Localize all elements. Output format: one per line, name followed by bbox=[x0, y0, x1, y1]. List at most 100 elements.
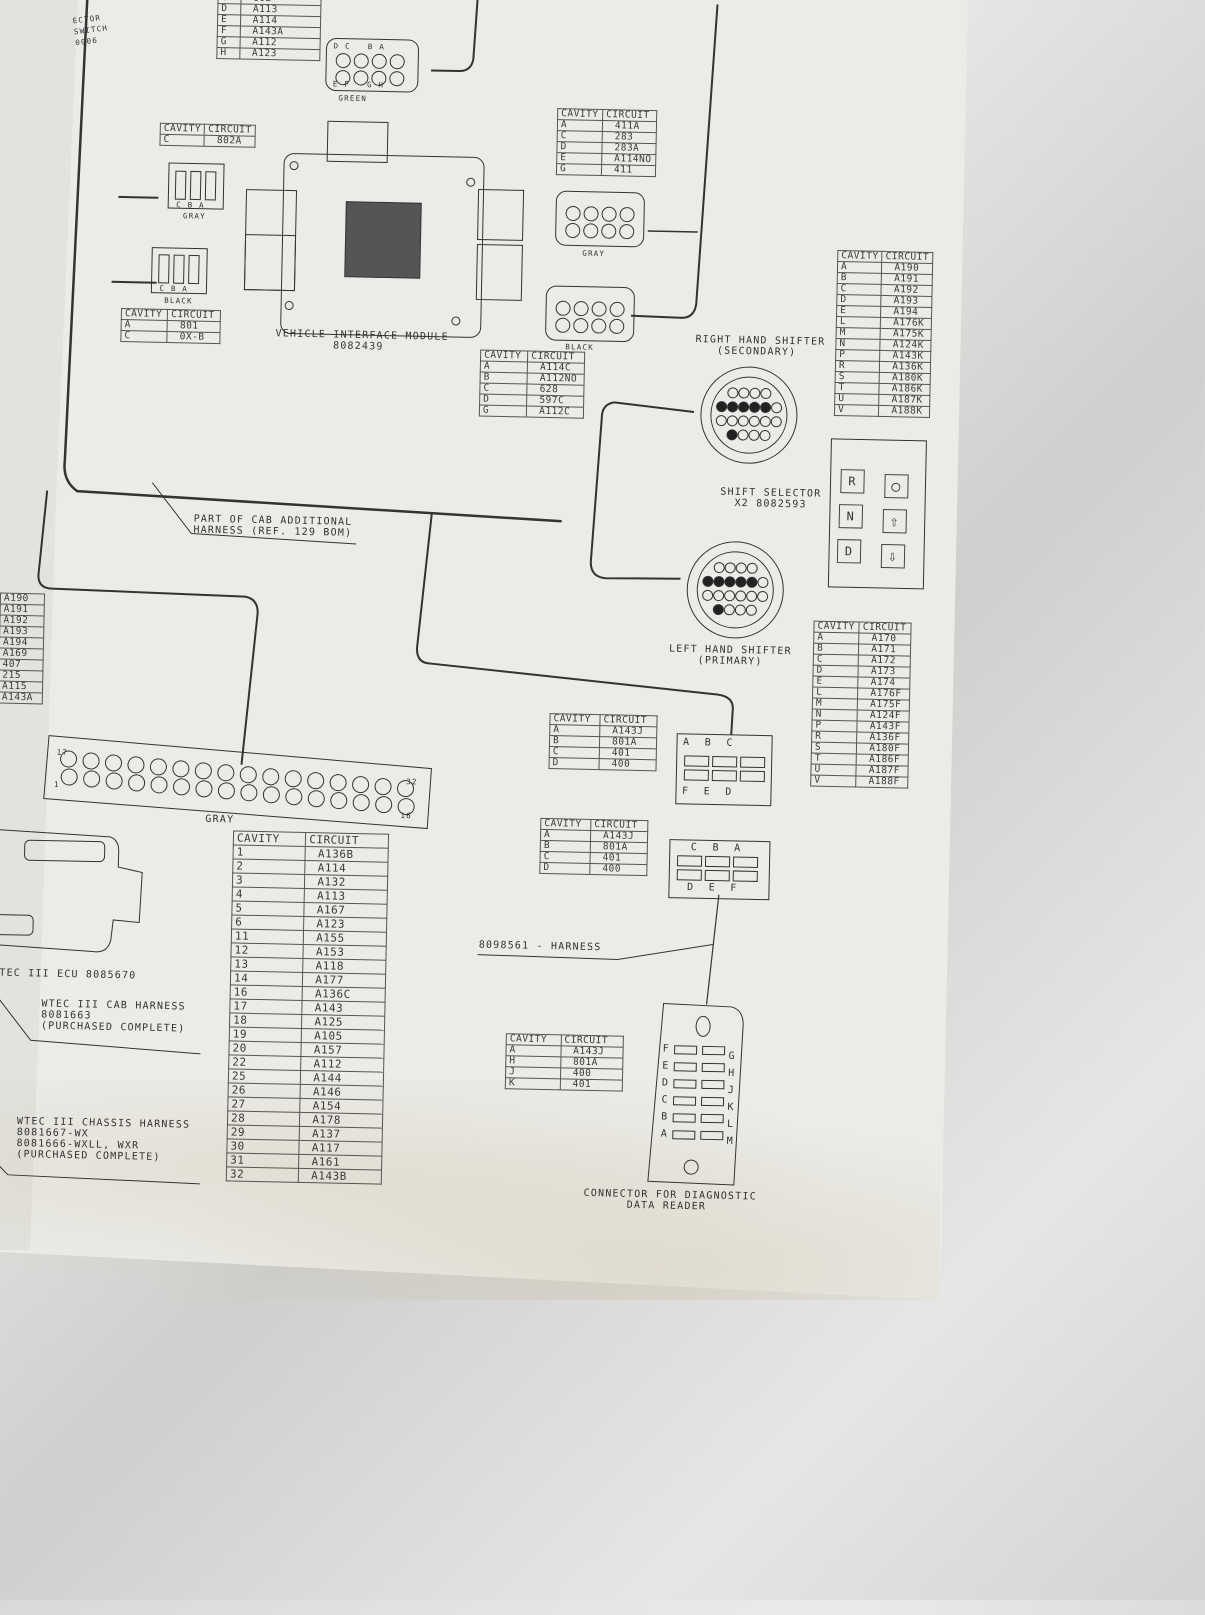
connector-pin bbox=[371, 70, 387, 86]
gray-32pin-pin bbox=[262, 786, 280, 804]
circuit-cell: 400 bbox=[589, 863, 647, 876]
cavity-cell: 19 bbox=[229, 1026, 302, 1043]
gray-32pin-pin bbox=[217, 782, 235, 800]
cavity-cell: 26 bbox=[228, 1082, 301, 1099]
diagnostic-connector-label: CONNECTOR FOR DIAGNOSTIC DATA READER bbox=[583, 1187, 757, 1213]
shifter-pin bbox=[734, 604, 746, 616]
pin-16-label: 16 bbox=[400, 810, 412, 821]
shifter-pin bbox=[748, 415, 760, 427]
gray-32pin-pin bbox=[284, 770, 302, 788]
black-8pin-connector-drawing bbox=[545, 285, 635, 343]
connector-pin bbox=[389, 71, 405, 87]
connector-pin bbox=[389, 54, 405, 70]
cavity-cell: 5 bbox=[231, 900, 305, 917]
cavity-cell: K bbox=[505, 1077, 561, 1090]
circuit-cell: A118 bbox=[302, 958, 386, 975]
gray-32pin-pin bbox=[352, 794, 370, 812]
circuit-cell: 411 bbox=[601, 164, 656, 177]
shifter-pin bbox=[745, 604, 757, 616]
gray-32pin-pin bbox=[375, 796, 393, 814]
gray-32pin-pin bbox=[195, 780, 213, 798]
shifter-pin bbox=[726, 415, 738, 427]
diagnostic-pin-label: J bbox=[727, 1084, 736, 1097]
gray-32pin-pin bbox=[239, 766, 257, 784]
shifter-pin bbox=[724, 576, 736, 588]
shifter-pin bbox=[760, 388, 772, 400]
shifter-pin bbox=[726, 429, 738, 441]
def-bottom-pins: D E F bbox=[686, 881, 738, 895]
pin-17-label: 17 bbox=[56, 747, 69, 757]
cavity-cell: 29 bbox=[227, 1124, 300, 1141]
gray-32pin-pin bbox=[127, 756, 145, 774]
wire-right-top bbox=[630, 4, 719, 319]
diagnostic-pin-label: L bbox=[726, 1118, 735, 1131]
gray-32pin-pin bbox=[330, 792, 348, 810]
gray-32pin-pin bbox=[60, 768, 78, 786]
connector-pin bbox=[371, 53, 387, 69]
diagnostic-pin-slot bbox=[672, 1113, 696, 1123]
circuit-cell: A114 bbox=[305, 860, 388, 877]
right-shifter-label: RIGHT HAND SHIFTER (SECONDARY) bbox=[695, 334, 826, 359]
diagnostic-pin-label: F bbox=[662, 1043, 670, 1055]
gray-32pin-pin bbox=[217, 764, 235, 782]
cavity-cell: 16 bbox=[230, 984, 303, 1001]
gray-32pin-pin bbox=[374, 778, 392, 796]
green-pin-labels-bottom: E F G H bbox=[332, 79, 385, 90]
green-8pin-connector-drawing bbox=[325, 37, 419, 93]
shift-selector-button-n: N bbox=[838, 504, 864, 529]
down-arrow-icon: ⇩ bbox=[880, 543, 906, 569]
cba-top-pins: C B A bbox=[690, 842, 742, 855]
circuit-cell: 0X-B bbox=[167, 331, 221, 344]
circuit-cell: A123 bbox=[239, 48, 320, 61]
wire-main-left bbox=[63, 0, 562, 523]
connector-pin bbox=[573, 301, 589, 317]
circuit-cell: A146 bbox=[300, 1084, 384, 1101]
abc-connector-6pin-drawing bbox=[675, 733, 773, 807]
shifter-pin bbox=[749, 401, 761, 413]
circuit-cell: A136B bbox=[305, 846, 389, 863]
abc-bottom-pins: F E D bbox=[681, 785, 733, 798]
diagnostic-pin-slot bbox=[702, 1045, 726, 1056]
cavity-cell: 13 bbox=[230, 956, 304, 973]
shifter-pin bbox=[770, 416, 782, 428]
diagnostic-pin-label: K bbox=[727, 1101, 735, 1114]
circuit-cell: A105 bbox=[301, 1028, 385, 1045]
circuit-cell: A177 bbox=[302, 972, 386, 989]
shift-selector-button-r: R bbox=[840, 469, 865, 494]
cab-harness-pointer bbox=[0, 989, 201, 1055]
shifter-pin bbox=[723, 604, 735, 616]
diagnostic-pin-slot bbox=[674, 1045, 698, 1055]
cavity-cell: 14 bbox=[230, 970, 303, 987]
circuit-cell: A143B bbox=[298, 1168, 382, 1185]
connector-pin bbox=[335, 70, 351, 86]
shifter-pin bbox=[713, 590, 725, 602]
cavity-cell: D bbox=[539, 862, 590, 875]
circuit-cell: 401 bbox=[559, 1079, 623, 1092]
gray-32pin-pin bbox=[83, 770, 101, 788]
connector-pin bbox=[583, 223, 599, 239]
diagnostic-pin-label: B bbox=[661, 1111, 669, 1123]
connector-pin bbox=[601, 206, 617, 222]
connector-pin bbox=[565, 205, 581, 221]
shifter-pin bbox=[735, 590, 747, 602]
shifter-pin bbox=[759, 430, 771, 442]
circuit-cell: A112C bbox=[526, 406, 584, 419]
cavity-header: CAVITY bbox=[233, 830, 306, 847]
circuit-cell: A125 bbox=[301, 1014, 385, 1031]
left-shifter-label: LEFT HAND SHIFTER (PRIMARY) bbox=[668, 643, 792, 668]
diagnostic-pin-slot bbox=[700, 1096, 725, 1107]
gray-8pin-label: GRAY bbox=[582, 248, 606, 259]
green-pin-labels-top: D C B A bbox=[333, 41, 386, 52]
shifter-pin bbox=[735, 562, 747, 574]
harness-pointer bbox=[477, 944, 713, 961]
shifter-pin bbox=[749, 387, 761, 399]
shifter-pin bbox=[746, 590, 758, 602]
gray-32pin-pin bbox=[285, 788, 303, 806]
